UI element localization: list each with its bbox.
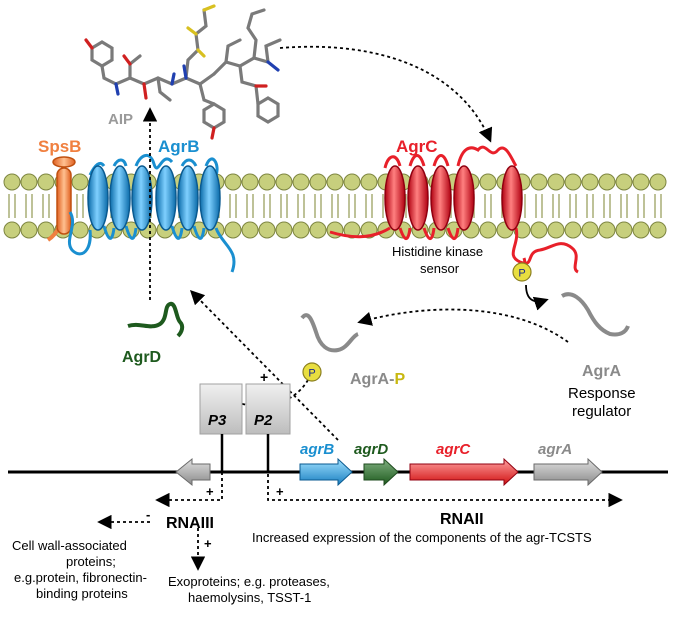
lipid-head [224,173,242,191]
aip-label: AIP [108,111,133,128]
p2-label: P2 [254,412,273,429]
lipid-head [547,221,565,239]
agrc-gene-arrow [409,457,519,487]
cellwall-line3: e.g.protein, fibronectin- [14,570,147,585]
lipid-head [632,221,650,239]
cellwall-line2: proteins; [66,554,116,569]
pathway-arrows [97,45,623,571]
lipid-head [343,221,361,239]
agrap-label: AgrA-P [350,371,405,388]
agrd-gene-arrow [363,457,399,487]
spsb-protein [46,156,76,242]
agrb-gene-label: agrB [300,441,334,458]
lipid-head [598,221,616,239]
agrap-phosphate-label: P [308,368,315,380]
lipid-head [581,173,599,191]
rnaiii-label: RNAIII [166,515,214,532]
lipid-head [292,173,310,191]
cellwall-minus: - [146,507,150,522]
rnaiii-gene-arrow [175,457,211,487]
lipid-head [649,173,667,191]
rnaii-label: RNAII [440,511,484,528]
lipid-head [343,173,361,191]
lipid-head [479,173,497,191]
p2-plus: + [276,484,284,499]
p2-activation-plus: + [260,369,268,385]
lipid-head [37,173,55,191]
aip-to-agrc-arrow [279,45,493,143]
agrc-protein [329,145,579,274]
lipid-head [71,221,89,239]
lipid-head [275,221,293,239]
lipid-head [3,173,21,191]
lipid-head [360,173,378,191]
lipid-head [581,221,599,239]
p2-promoter-box [245,383,291,435]
regulator-label: regulator [572,403,631,420]
lipid-head [479,221,497,239]
cellwall-line4: binding proteins [36,586,128,601]
agra-gene-label: agrA [538,441,572,458]
lipid-head [258,221,276,239]
agra-protein-shape [560,292,630,337]
lipid-head [326,173,344,191]
agrc-protein-label: AgrC [396,137,438,156]
agrap-p-suffix: P [394,371,405,388]
agrb-protein-label: AgrB [158,137,200,156]
lipid-head [3,221,21,239]
agra-to-agrap-arrow [357,308,569,343]
lipid-head [37,221,55,239]
lipid-head [275,173,293,191]
lipid-head [224,221,242,239]
agrap-prefix: AgrA- [350,371,394,388]
histidine-kinase-label: Histidine kinase [392,244,483,259]
p3-label: P3 [208,412,227,429]
lipid-head [292,221,310,239]
lipid-head [598,173,616,191]
cellwall-line1: Cell wall-associated [12,538,127,553]
agrd-gene-label: agrD [354,441,388,458]
lipid-head [20,221,38,239]
response-label: Response [568,385,636,402]
agrb-gene-arrow [299,457,353,487]
agrd-peptide [127,301,185,338]
lipid-head [530,221,548,239]
lipid-head [615,173,633,191]
lipid-head [615,221,633,239]
lipid-head [71,173,89,191]
agra-p-protein-shape [300,313,359,353]
phosphorylation-arrow [525,284,549,311]
agrc-phosphate-label: P [518,268,525,280]
exoproteins-plus: + [204,536,212,551]
rnaii-transcript-arrow [267,474,623,508]
p3-plus: + [206,484,214,499]
lipid-head [241,221,259,239]
increased-expression-label: Increased expression of the components o… [252,530,592,545]
lipid-head [309,173,327,191]
agrd-protein-label: AgrD [122,349,161,366]
spsb-label: SpsB [38,137,81,156]
agrb-translation-arrow [189,289,339,441]
lipid-head [530,173,548,191]
agrc-gene-label: agrC [436,441,471,458]
exoproteins-line1: Exoproteins; e.g. proteases, [168,574,330,589]
agrap-phosphate-icon: P [302,362,322,382]
lipid-head [632,173,650,191]
lipid-head [20,173,38,191]
lipid-head [564,221,582,239]
lipid-head [258,173,276,191]
aip-molecule-icon [84,4,282,140]
agra-gene-arrow [533,457,603,487]
agrb-protein [67,154,236,273]
lipid-head [309,221,327,239]
lipid-head [241,173,259,191]
sensor-label: sensor [420,261,460,276]
lipid-head [649,221,667,239]
agrc-phosphate-icon: P [512,262,532,282]
exoproteins-line2: haemolysins, TSST-1 [188,590,311,605]
agra-protein-label: AgrA [582,363,622,380]
lipid-head [564,173,582,191]
lipid-head [547,173,565,191]
